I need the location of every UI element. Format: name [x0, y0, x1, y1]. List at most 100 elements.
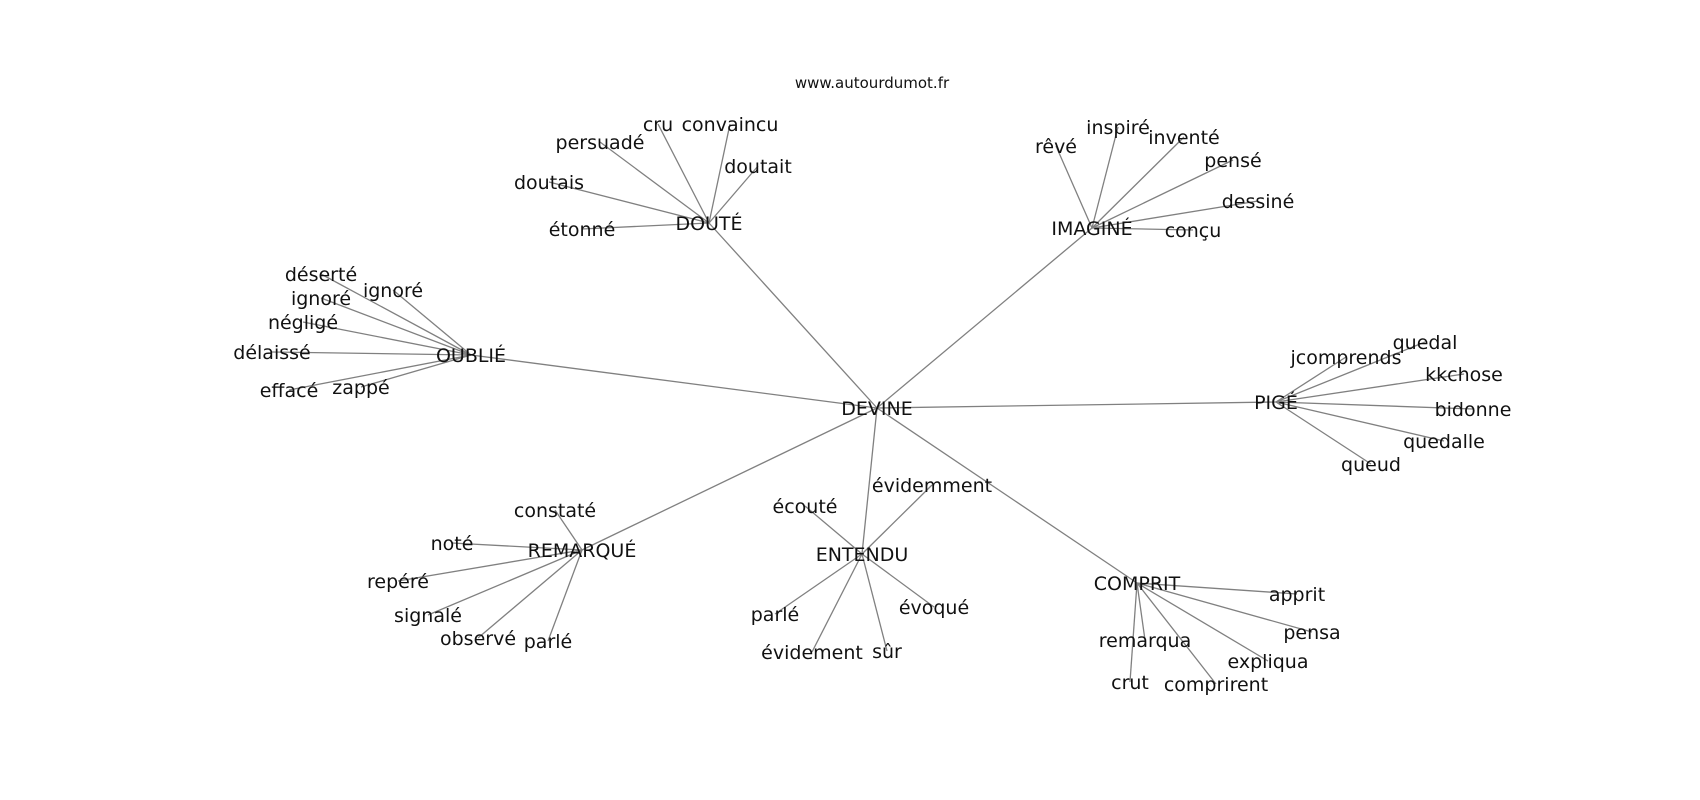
edge-oublie-ignore	[392, 289, 472, 356]
leaf-word-cru[interactable]: cru	[643, 114, 673, 136]
edge-oublie-deserte	[320, 273, 472, 356]
leaf-word-efface[interactable]: effacé	[260, 380, 319, 402]
leaf-word-evoque[interactable]: évoqué	[899, 597, 969, 619]
leaf-word-apprit[interactable]: apprit	[1269, 584, 1325, 606]
hub-word-pige[interactable]: PIGÉ	[1254, 391, 1298, 414]
leaf-word-repere[interactable]: repéré	[367, 571, 429, 593]
edges-layer	[271, 123, 1474, 685]
edge-comprit-comprirent	[1136, 582, 1217, 685]
edge-pige-bidonne	[1275, 401, 1474, 410]
edge-comprit-expliqua	[1136, 582, 1269, 662]
edge-entendu-evidemment	[861, 484, 933, 555]
leaf-word-sur[interactable]: sûr	[872, 641, 902, 663]
edge-comprit-crut	[1129, 582, 1138, 683]
edge-remarque-parle	[547, 549, 583, 642]
leaf-word-evidement[interactable]: évidement	[761, 642, 863, 664]
edge-oublie-ignore	[320, 297, 472, 356]
edge-pige-kkchose	[1275, 373, 1465, 403]
leaf-word-expliqua[interactable]: expliqua	[1228, 651, 1309, 673]
edge-comprit-pensa	[1136, 582, 1313, 633]
edge-doute-convaincu	[708, 123, 731, 224]
leaf-word-quedalle[interactable]: quedalle	[1403, 431, 1485, 453]
edge-imagine-inspire	[1091, 126, 1119, 229]
leaf-word-parle[interactable]: parlé	[524, 631, 572, 653]
leaf-word-neglige[interactable]: négligé	[268, 312, 338, 334]
leaf-word-inspire[interactable]: inspiré	[1086, 117, 1150, 139]
edge-doute-etonne	[581, 222, 710, 230]
leaf-word-evidemment[interactable]: évidemment	[872, 475, 992, 497]
edge-remarque-repere	[397, 549, 583, 582]
leaf-word-constate[interactable]: constaté	[514, 500, 596, 522]
hub-word-oublie[interactable]: OUBLIÉ	[436, 344, 506, 367]
edge-remarque-observe	[477, 549, 583, 639]
leaf-word-quedal[interactable]: quedal	[1393, 332, 1458, 354]
hub-word-remarque[interactable]: REMARQUÉ	[528, 539, 637, 562]
leaf-word-invente[interactable]: inventé	[1148, 127, 1219, 149]
center-word-devine[interactable]: DEVINE	[841, 398, 912, 420]
leaf-word-bidonne[interactable]: bidonne	[1435, 399, 1512, 421]
leaf-word-remarqua[interactable]: remarqua	[1099, 630, 1191, 652]
edge-imagine-pense	[1091, 159, 1234, 229]
leaf-word-jcomprends[interactable]: jcomprends	[1289, 347, 1401, 369]
hub-word-comprit[interactable]: COMPRIT	[1094, 573, 1181, 595]
edge-entendu-ecoute	[804, 505, 863, 555]
leaf-word-ignore[interactable]: ignoré	[291, 288, 351, 310]
leaf-word-kkchose[interactable]: kkchose	[1425, 364, 1503, 386]
leaf-word-convaincu[interactable]: convaincu	[682, 114, 779, 136]
edge-devine-oublie	[470, 354, 878, 409]
edge-imagine-invente	[1091, 136, 1185, 229]
leaf-word-ignore[interactable]: ignoré	[363, 280, 423, 302]
site-url: www.autourdumot.fr	[795, 74, 950, 92]
leaf-word-parle[interactable]: parlé	[751, 604, 799, 626]
leaf-word-pensa[interactable]: pensa	[1283, 622, 1340, 644]
leaf-word-queud[interactable]: queud	[1341, 454, 1401, 476]
edge-pige-quedal	[1275, 341, 1426, 403]
leaf-word-doutait[interactable]: doutait	[724, 156, 792, 178]
edge-entendu-evidement	[811, 553, 863, 653]
leaf-word-comprirent[interactable]: comprirent	[1164, 674, 1268, 696]
edge-remarque-note	[451, 542, 583, 551]
edge-imagine-concu	[1091, 227, 1194, 231]
edge-entendu-parle	[774, 553, 863, 615]
edge-imagine-reve	[1055, 145, 1093, 229]
edge-pige-quedalle	[1275, 401, 1445, 442]
hub-word-entendu[interactable]: ENTENDU	[816, 544, 909, 566]
leaf-word-zappe[interactable]: zappé	[332, 377, 389, 399]
edge-pige-jcomprends	[1275, 356, 1347, 403]
leaf-word-note[interactable]: noté	[431, 533, 474, 555]
edge-devine-doute	[708, 222, 878, 409]
leaf-word-pense[interactable]: pensé	[1204, 150, 1261, 172]
edge-doute-doutais	[548, 181, 710, 224]
edge-remarque-signale	[427, 549, 583, 616]
edge-doute-doutait	[708, 165, 759, 224]
leaf-word-concu[interactable]: conçu	[1165, 220, 1222, 242]
leaf-word-ecoute[interactable]: écouté	[773, 496, 838, 518]
hub-word-imagine[interactable]: IMAGINÉ	[1051, 217, 1132, 240]
leaf-word-doutais[interactable]: doutais	[514, 172, 584, 194]
edge-devine-remarque	[581, 407, 878, 551]
edge-pige-queud	[1275, 401, 1372, 465]
leaf-word-persuade[interactable]: persuadé	[556, 132, 645, 154]
edge-remarque-constate	[554, 509, 583, 551]
edge-oublie-neglige	[302, 321, 472, 356]
edge-oublie-zappe	[360, 354, 472, 388]
edge-devine-comprit	[876, 407, 1138, 584]
edge-oublie-delaisse	[271, 351, 472, 356]
leaf-word-dessine[interactable]: dessiné	[1222, 191, 1295, 213]
leaf-word-reve[interactable]: rêvé	[1035, 136, 1077, 158]
leaf-word-delaisse[interactable]: délaissé	[233, 342, 310, 364]
hub-word-doute[interactable]: DOUTÉ	[675, 212, 742, 235]
leaf-word-deserte[interactable]: déserté	[285, 264, 357, 286]
leaf-word-observe[interactable]: observé	[440, 628, 516, 650]
leaf-word-crut[interactable]: crut	[1111, 672, 1149, 694]
edge-entendu-evoque	[861, 553, 935, 608]
leaf-word-etonne[interactable]: étonné	[549, 219, 616, 241]
edge-entendu-sur	[861, 553, 888, 652]
edge-comprit-apprit	[1136, 582, 1298, 595]
edge-devine-entendu	[861, 407, 878, 555]
edge-doute-cru	[657, 123, 710, 224]
leaf-word-signale[interactable]: signalé	[394, 605, 462, 627]
edge-oublie-efface	[288, 354, 472, 391]
